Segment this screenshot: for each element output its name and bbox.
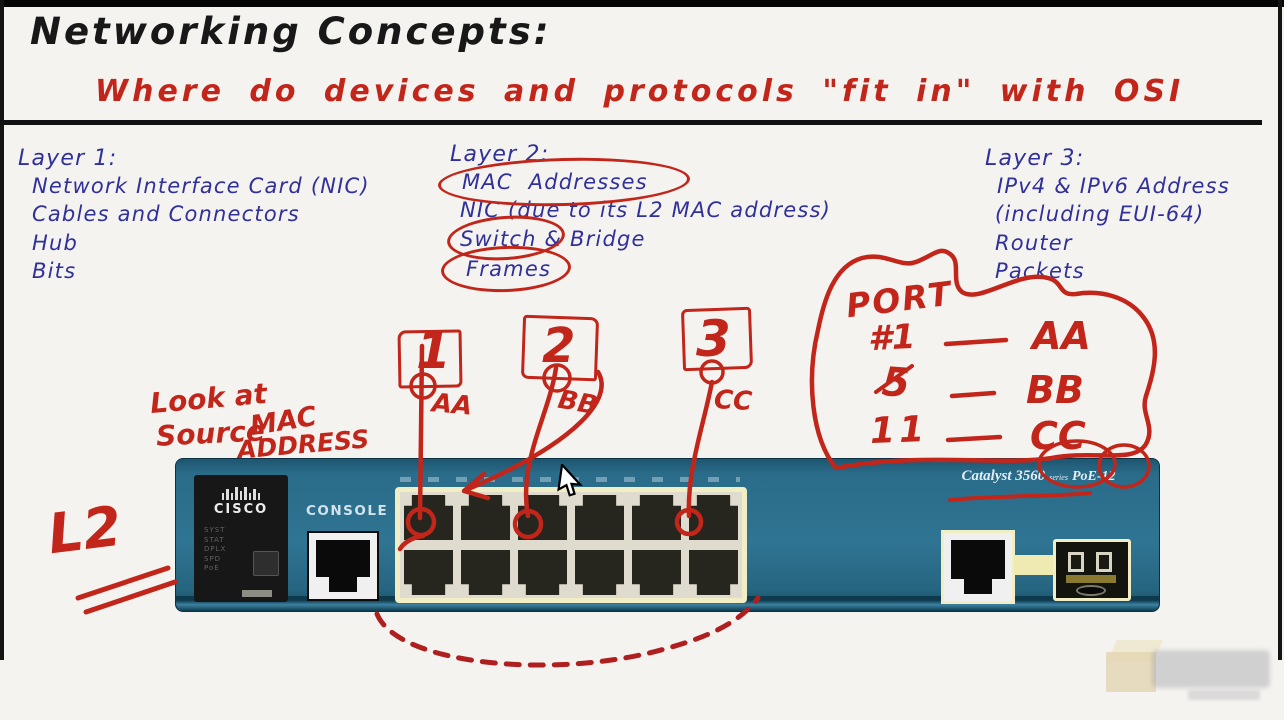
ethernet-port <box>575 495 624 540</box>
led-labels: SYST STAT DPLX SPD PoE <box>204 526 288 574</box>
layer2-item-mac: MAC Addresses <box>462 170 648 194</box>
series-word: series <box>1049 473 1068 482</box>
dash-row1 <box>943 337 1009 347</box>
ethernet-port <box>575 550 624 595</box>
mode-label-plate <box>242 590 272 597</box>
ethernet-port <box>518 495 567 540</box>
frame-edge-left <box>0 0 4 660</box>
l2-underline-1 <box>75 565 171 601</box>
console-label: CONSOLE <box>306 503 389 519</box>
l2-underline-2 <box>83 579 178 615</box>
sfp-contact-bar <box>1066 575 1116 583</box>
port-table-mac: CC <box>1030 414 1086 458</box>
ethernet-port-block <box>395 487 747 603</box>
dual-port-link-bar <box>1014 555 1058 575</box>
switch-brand-panel: CISCO SYST STAT DPLX SPD PoE <box>194 475 288 602</box>
port-table-mac: BB <box>1026 368 1084 412</box>
layer1-item: Cables and Connectors <box>32 202 300 226</box>
ethernet-port <box>632 550 681 595</box>
layer2-item-switch-bridge: Switch & Bridge <box>460 227 646 251</box>
console-port <box>307 531 379 601</box>
model-label: Catalyst 3560 series PoE-12 <box>921 467 1156 485</box>
layer3-heading: Layer 3: <box>985 146 1085 171</box>
page-title: Networking Concepts: <box>30 10 552 53</box>
ethernet-port <box>689 495 738 540</box>
port-table-port: 11 <box>869 408 929 453</box>
rj45-hole <box>316 540 370 592</box>
mode-button <box>253 551 279 576</box>
layer2-heading: Layer 2: <box>450 142 550 167</box>
device-mac-label: CC <box>713 385 753 417</box>
sfp-port <box>1053 539 1131 601</box>
led-label: SPD <box>204 554 222 563</box>
layer1-item: Bits <box>32 259 77 283</box>
ethernet-port <box>404 495 453 540</box>
model-name: Catalyst 3560 <box>961 468 1046 484</box>
frame-edge-right <box>1278 0 1282 660</box>
dash-row3 <box>945 434 1003 443</box>
ethernet-port <box>518 550 567 595</box>
device-mac-label: BB <box>555 384 600 422</box>
led-label: SYST <box>204 526 226 534</box>
layer1-item: Hub <box>32 231 79 255</box>
poe-label: PoE-12 <box>1071 469 1116 484</box>
cisco-logo-icon <box>194 486 288 500</box>
arrow-cursor-icon <box>557 464 583 497</box>
led-label: PoE <box>204 564 220 572</box>
cisco-brand-text: CISCO <box>213 502 269 517</box>
led-label: STAT <box>204 535 225 544</box>
layer3-item: Packets <box>995 259 1085 283</box>
layer3-item: Router <box>995 231 1073 255</box>
ethernet-port <box>632 495 681 540</box>
device-number: 2 <box>542 318 576 374</box>
note-l2: L2 <box>44 493 125 567</box>
switch-word: Switch <box>460 227 537 251</box>
sfp-latch-hole <box>1076 585 1106 596</box>
layer1-heading: Layer 1: <box>18 146 118 171</box>
layer1-item: Network Interface Card (NIC) <box>32 174 370 198</box>
layer2-item-frames: Frames <box>466 257 552 281</box>
port-table-mac: AA <box>1032 314 1091 358</box>
layer3-item: IPv4 & IPv6 Address <box>997 174 1230 198</box>
device-mac-label: AA <box>430 388 474 422</box>
divider-rule <box>0 120 1262 125</box>
ethernet-port <box>689 550 738 595</box>
sfp-slot <box>1096 552 1112 572</box>
device-number: 1 <box>416 322 451 380</box>
ethernet-port <box>404 550 453 595</box>
device-number: 3 <box>696 310 731 368</box>
port-row-top <box>404 495 738 540</box>
watermark-cube-icon <box>1106 652 1156 692</box>
dash-row2 <box>949 390 997 399</box>
port-row-bottom <box>404 550 738 595</box>
rj45-hole <box>951 540 1005 594</box>
port-table-port: 5 <box>880 359 912 407</box>
ethernet-port <box>461 495 510 540</box>
page-subtitle: Where do devices and protocols "fit in" … <box>95 74 1185 109</box>
led-label: DPLX <box>204 545 227 553</box>
frame-edge-top <box>0 0 1284 7</box>
ethernet-port <box>461 550 510 595</box>
watermark-text-blur <box>1152 650 1270 688</box>
bridge-rest: & Bridge <box>536 227 646 251</box>
cisco-switch: CISCO SYST STAT DPLX SPD PoE CONSOLE Cat… <box>175 458 1160 612</box>
watermark-text-blur <box>1188 690 1260 700</box>
layer3-item: (including EUI-64) <box>995 202 1205 226</box>
uplink-port <box>941 530 1015 604</box>
sfp-slot <box>1068 552 1084 572</box>
layer2-item-nic: NIC (due to its L2 MAC address) <box>460 198 832 222</box>
port-table-port: #1 <box>866 316 917 360</box>
